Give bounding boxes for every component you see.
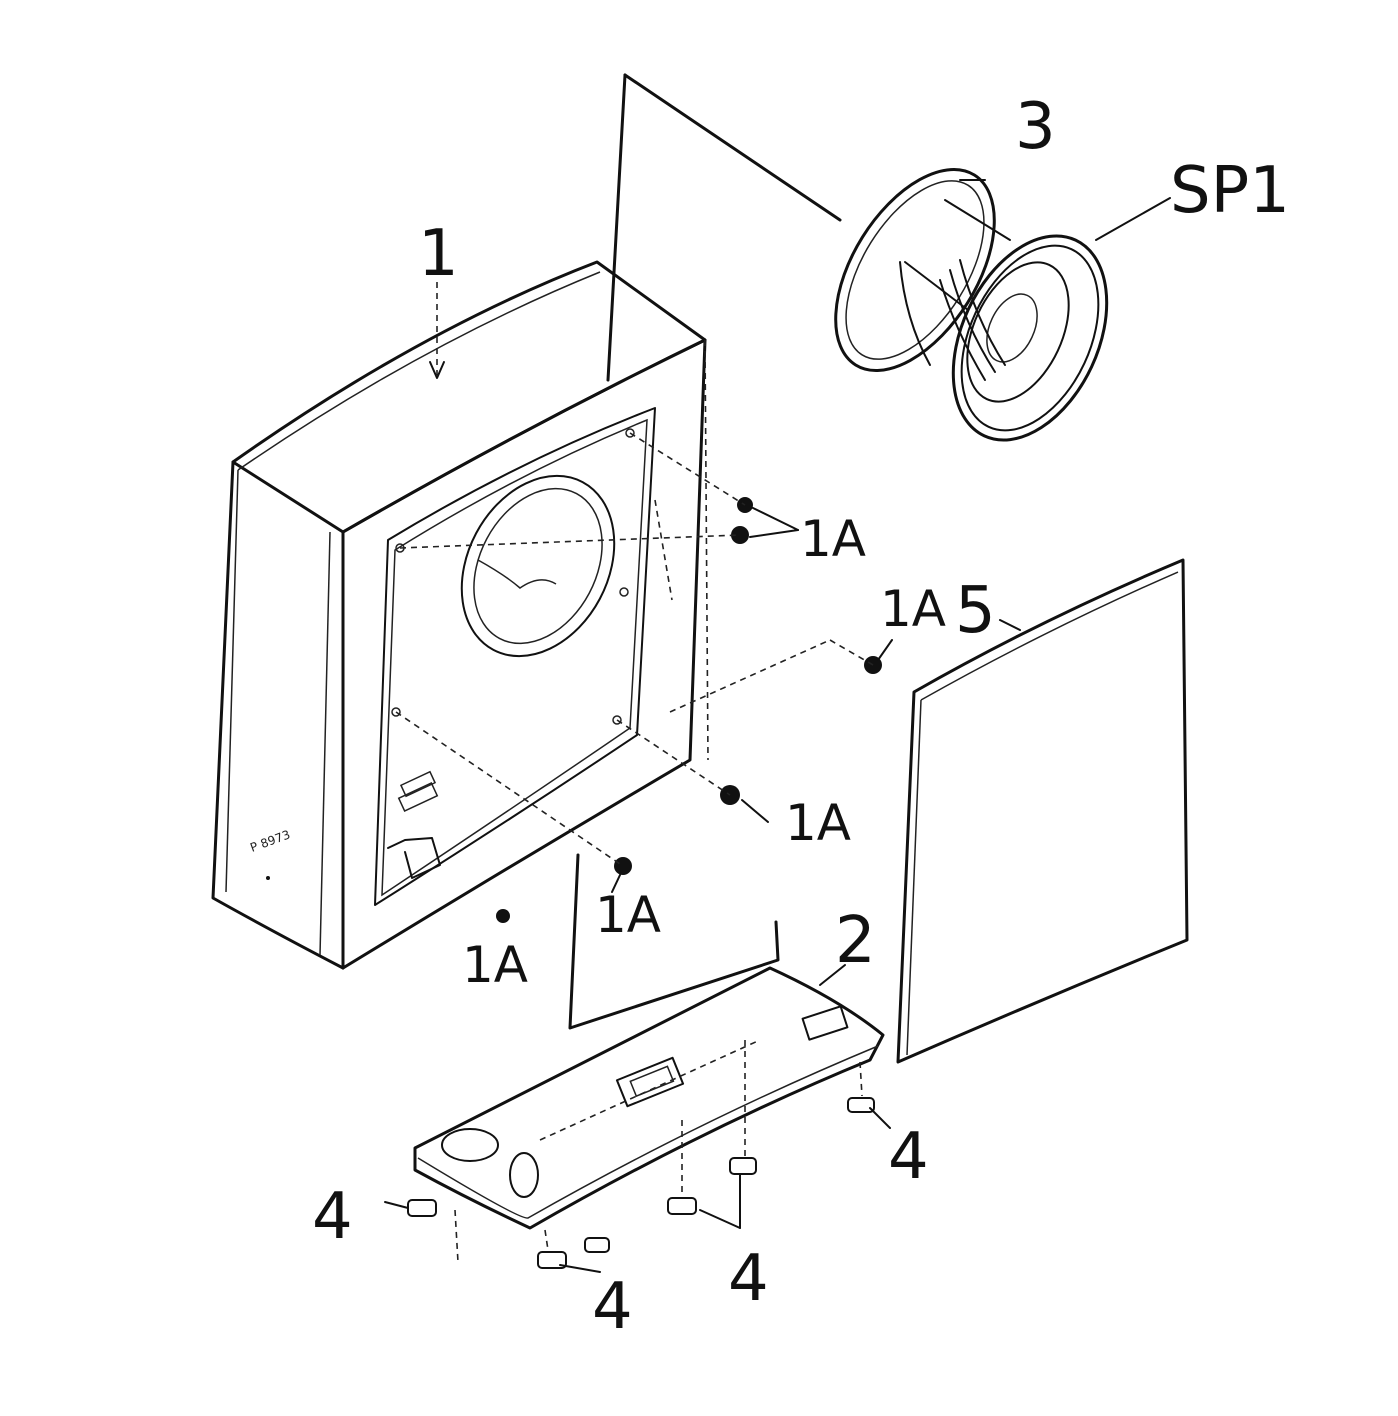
projection-plane [568,73,842,1030]
label-1a-top: 1A [800,510,866,568]
label-1a-center: 1A [595,886,661,944]
label-1: 1 [418,217,459,291]
label-4-center: 4 [728,1242,769,1316]
label-4-left: 4 [312,1180,353,1254]
base [413,966,885,1230]
callout-labels: 1 3 SP1 1A 1A 5 1A 1A 1A 2 4 4 4 4 [312,90,1290,1344]
leader-lines [429,179,1171,986]
fasteners [395,432,893,923]
label-4-right: 4 [888,1120,929,1194]
label-4-bottom: 4 [592,1270,633,1344]
feet [384,1040,891,1273]
speaker-driver [939,234,1109,442]
label-1a-right: 1A [880,580,946,638]
svg-text:P 8973: P 8973 [248,827,292,854]
front-panel [896,558,1189,1064]
label-2: 2 [835,904,876,978]
label-sp1: SP1 [1170,154,1290,228]
label-1a-bottom: 1A [462,936,528,994]
label-1a-lower-right: 1A [785,794,851,852]
label-5: 5 [955,574,996,648]
spacer-ring [834,167,1011,373]
label-3: 3 [1015,90,1056,164]
enclosure: P 8973 [211,260,709,970]
